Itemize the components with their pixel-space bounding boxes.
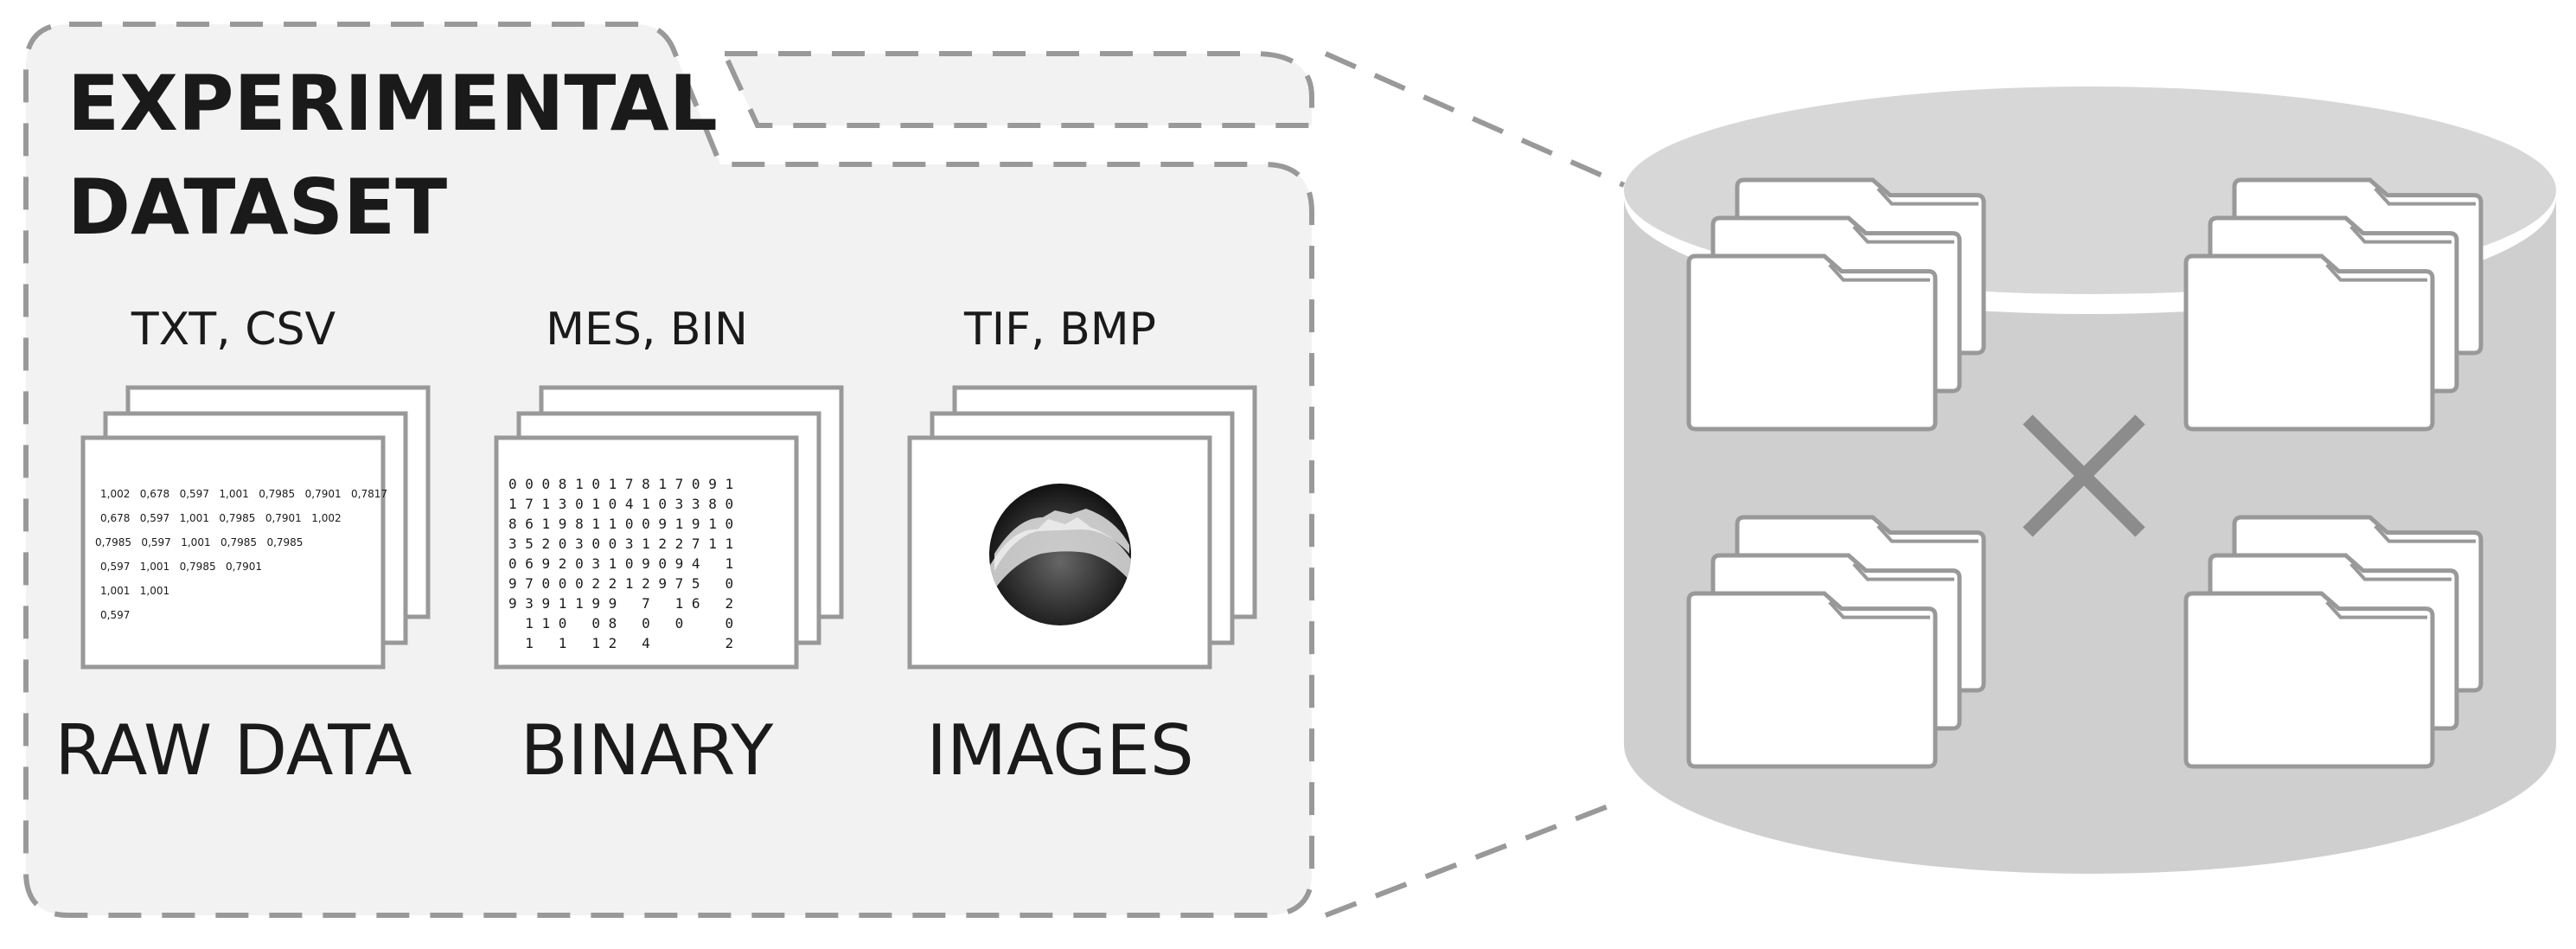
category-label: BINARY xyxy=(521,710,775,791)
folder-stack-icon xyxy=(1686,515,1986,769)
connector-line-bottom xyxy=(1324,798,1626,918)
data-row: 0,7985 0,597 1,001 0,7985 0,7985 xyxy=(95,536,303,548)
binary-row: 1 7 1 3 0 1 0 4 1 0 3 3 8 0 xyxy=(508,496,733,512)
data-row: 0,597 1,001 0,7985 0,7901 xyxy=(100,561,262,573)
folder-tab-line xyxy=(1876,187,1978,206)
folder-tab-line xyxy=(1852,225,1954,244)
x-mark-icon xyxy=(2023,414,2145,537)
category-binary: MES, BIN 0 0 0 8 1 0 1 7 8 1 7 0 9 1 1 7… xyxy=(494,304,844,791)
title-line-1: EXPERIMENTAL xyxy=(67,59,718,148)
folder-tab-line xyxy=(1852,562,1954,581)
format-label: TXT, CSV xyxy=(131,304,336,356)
document-stack xyxy=(80,385,431,670)
raw-data-numbers: 1,002 0,678 0,597 1,001 0,7985 0,7901 0,… xyxy=(95,488,387,621)
folder-tab-line xyxy=(2374,187,2476,206)
folder-tab-line xyxy=(1876,524,1978,543)
data-row: 0,597 xyxy=(100,609,130,621)
folder-tab-line xyxy=(2325,600,2427,619)
folder-stack-icon xyxy=(2183,515,2483,769)
binary-row: 8 6 1 9 8 1 1 0 0 9 1 9 1 0 xyxy=(508,516,733,532)
folder-tab-line xyxy=(1828,263,1930,282)
folder-tab-line xyxy=(1828,600,1930,619)
folder-tab-line xyxy=(2325,263,2427,282)
data-row: 1,001 1,001 xyxy=(100,585,169,597)
binary-data: 0 0 0 8 1 0 1 7 8 1 7 0 9 1 1 7 1 3 0 1 … xyxy=(508,476,733,651)
document-stack xyxy=(907,385,1257,670)
folder-back-tab xyxy=(720,51,1314,128)
folder-icon xyxy=(2183,253,2435,432)
connector-line-top xyxy=(1324,51,1626,188)
format-label: TIF, BMP xyxy=(963,304,1156,356)
binary-row: 1 1 0 0 8 0 0 0 xyxy=(508,615,733,632)
binary-row: 3 5 2 0 3 0 0 3 1 2 2 7 1 1 xyxy=(508,535,733,552)
binary-row: 0 0 0 8 1 0 1 7 8 1 7 0 9 1 xyxy=(508,476,733,492)
folder-stacks xyxy=(1686,177,2483,769)
folder-icon xyxy=(1686,591,1938,769)
binary-row: 9 3 9 1 1 9 9 7 1 6 2 xyxy=(508,595,733,612)
folder-tab-line xyxy=(2374,524,2476,543)
category-raw-data: TXT, CSV 1,002 0,678 0,597 1,001 0,7985 … xyxy=(54,304,431,791)
connector-lines xyxy=(1324,51,1626,918)
dataset-title: EXPERIMENTAL DATASET xyxy=(67,59,718,252)
category-label: RAW DATA xyxy=(54,710,412,791)
xray-circle-image xyxy=(989,484,1131,625)
document-stack xyxy=(494,385,844,670)
folder-icon xyxy=(2183,591,2435,769)
binary-row: 9 7 0 0 0 2 2 1 2 9 7 5 0 xyxy=(508,575,733,592)
data-row: 1,002 0,678 0,597 1,001 0,7985 0,7901 0,… xyxy=(100,488,387,500)
category-label: IMAGES xyxy=(926,710,1193,791)
folder-tab-line xyxy=(2349,225,2451,244)
folder-icon xyxy=(1686,253,1938,432)
folder-stack-icon xyxy=(2183,177,2483,432)
binary-row: 1 1 1 2 4 2 xyxy=(508,635,733,651)
folder-stack-icon xyxy=(1686,177,1986,432)
binary-row: 0 6 9 2 0 3 1 0 9 0 9 4 1 xyxy=(508,555,733,572)
title-line-2: DATASET xyxy=(67,163,447,252)
format-label: MES, BIN xyxy=(546,304,748,356)
folder-tab-line xyxy=(2349,562,2451,581)
category-images: TIF, BMP IMAGES xyxy=(907,304,1257,791)
data-row: 0,678 0,597 1,001 0,7985 0,7901 1,002 xyxy=(100,512,342,524)
